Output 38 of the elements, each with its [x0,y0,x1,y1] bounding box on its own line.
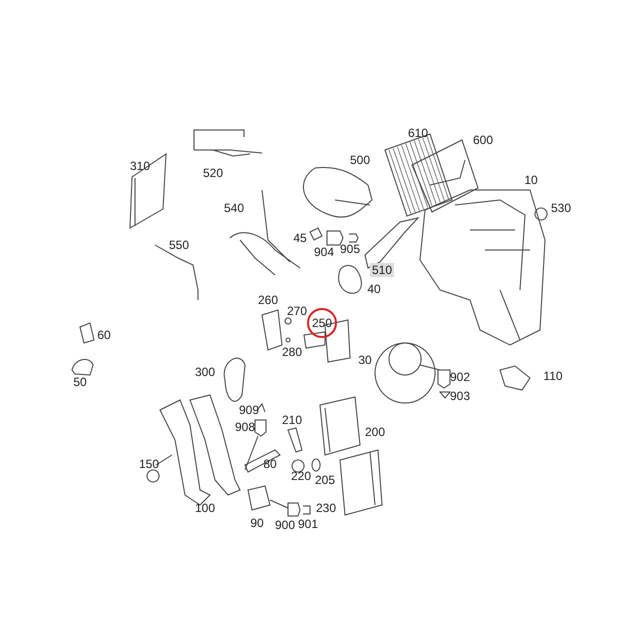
callout-number: 90 [250,516,264,530]
callout-number: 540 [224,201,244,215]
callout-number: 10 [524,173,538,187]
callout-number: 200 [364,425,386,439]
callout-number: 45 [293,231,307,245]
callout-number: 909 [238,403,260,417]
callout-number: 900 [274,518,296,532]
callout-number: 901 [298,517,318,531]
callout-number: 110 [543,369,563,383]
callout-number: 908 [234,420,256,434]
callout-number: 230 [316,501,336,515]
callout-number: 520 [202,166,224,180]
callout-number: 280 [282,345,302,359]
callout-number: 530 [550,201,572,215]
callout-number: 270 [286,304,308,318]
callout-number: 210 [282,413,302,427]
callout-number: 150 [138,457,160,471]
callout-number: 500 [350,153,370,167]
callout-number: 902 [450,370,470,384]
callout-number: 600 [472,133,494,147]
callout-number: 250 [312,316,332,330]
callout-number: 904 [314,245,334,259]
callout-number: 30 [358,353,372,367]
callout-number: 905 [340,242,360,256]
callout-number: 60 [97,328,111,342]
callout-number: 260 [258,293,278,307]
callout-number: 510 [370,263,394,277]
callout-number: 610 [408,126,428,140]
callout-number: 205 [314,473,336,487]
callout-number: 300 [194,365,216,379]
callout-number: 903 [450,389,470,403]
callout-number: 80 [263,457,277,471]
callout-number: 550 [168,238,190,252]
callout-number: 220 [290,469,312,483]
callout-number: 100 [194,501,216,515]
callout-number: 40 [367,282,381,296]
callout-number: 50 [73,375,87,389]
callout-number: 310 [130,159,150,173]
